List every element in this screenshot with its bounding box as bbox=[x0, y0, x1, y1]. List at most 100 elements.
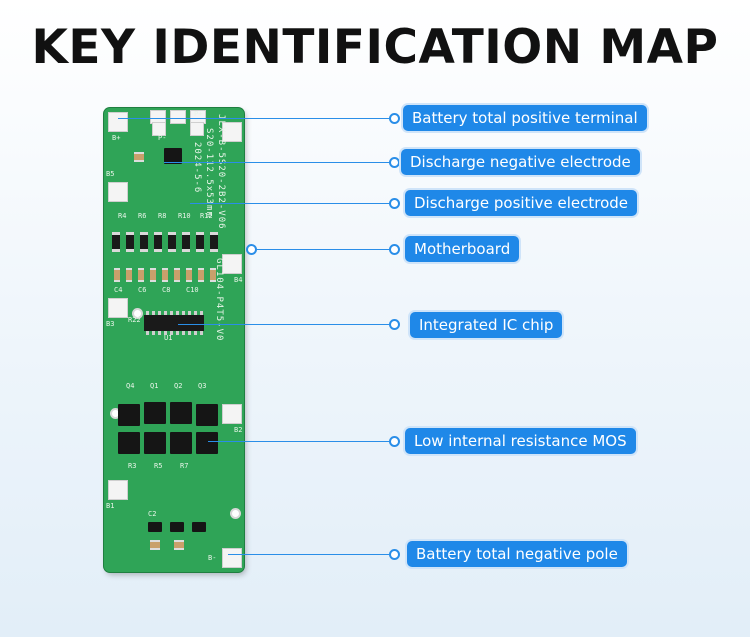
ref-q2: Q2 bbox=[174, 382, 183, 390]
ref-r8: R8 bbox=[158, 212, 167, 220]
pad-label-b4: B4 bbox=[234, 276, 243, 284]
ref-r6: R6 bbox=[138, 212, 147, 220]
ic-pin bbox=[158, 331, 161, 335]
ref-c10: C10 bbox=[186, 286, 199, 294]
leader-dot bbox=[246, 244, 257, 255]
pad-b5-right bbox=[222, 122, 242, 142]
pad-battery-positive bbox=[108, 112, 128, 132]
ref-c8: C8 bbox=[162, 286, 171, 294]
mos-transistor bbox=[144, 432, 166, 454]
ic-pin bbox=[170, 311, 173, 315]
resistor bbox=[140, 232, 148, 252]
ref-r5: R5 bbox=[154, 462, 163, 470]
ref-c2: C2 bbox=[148, 510, 157, 518]
mos-transistor bbox=[118, 432, 140, 454]
pad-label-b-minus: B- bbox=[208, 554, 217, 562]
capacitor bbox=[114, 268, 120, 282]
ic-pin bbox=[158, 311, 161, 315]
leader-dot bbox=[389, 244, 400, 255]
ic-pin bbox=[164, 331, 167, 335]
ic-pin bbox=[200, 331, 203, 335]
ic-pin bbox=[164, 311, 167, 315]
mounting-hole bbox=[132, 308, 143, 319]
resistor bbox=[154, 232, 162, 252]
leader-line-discharge-positive bbox=[190, 203, 395, 204]
ref-r3: R3 bbox=[128, 462, 137, 470]
pad-label-b5: B5 bbox=[106, 170, 115, 178]
label-integrated-ic-chip: Integrated IC chip bbox=[410, 312, 563, 338]
pad-label-b3: B3 bbox=[106, 320, 115, 328]
leader-dot bbox=[389, 113, 400, 124]
ic-pin bbox=[152, 331, 155, 335]
leader-dot bbox=[389, 319, 400, 330]
capacitor bbox=[186, 268, 192, 282]
small-transistor bbox=[148, 522, 162, 532]
pcb-board: JLX-B-5S20-2B2-V06 S20-112.5x53mm 2024-5… bbox=[104, 108, 244, 572]
capacitor bbox=[210, 268, 216, 282]
pad-discharge-negative bbox=[152, 122, 166, 136]
ref-c6: C6 bbox=[138, 286, 147, 294]
mos-transistor bbox=[118, 404, 140, 426]
small-transistor bbox=[192, 522, 206, 532]
pad-b3 bbox=[108, 298, 128, 318]
resistor bbox=[210, 232, 218, 252]
mos-transistor bbox=[170, 432, 192, 454]
ref-q1: Q1 bbox=[150, 382, 159, 390]
pcb-diagram: JLX-B-5S20-2B2-V06 S20-112.5x53mm 2024-5… bbox=[100, 106, 248, 574]
resistor bbox=[112, 232, 120, 252]
ic-pin bbox=[176, 311, 179, 315]
page-title: KEY IDENTIFICATION MAP bbox=[31, 20, 719, 75]
capacitor bbox=[174, 540, 184, 550]
capacitor bbox=[174, 268, 180, 282]
ref-r12: R12 bbox=[200, 212, 213, 220]
ic-pin bbox=[188, 311, 191, 315]
leader-dot bbox=[389, 436, 400, 447]
leader-line-positive-terminal bbox=[118, 118, 395, 119]
leader-line-discharge-negative bbox=[164, 162, 395, 163]
ref-u1: U1 bbox=[164, 334, 173, 342]
ref-c4: C4 bbox=[114, 286, 123, 294]
mounting-hole bbox=[230, 508, 241, 519]
leader-line-ic-chip bbox=[178, 324, 395, 325]
small-transistor bbox=[164, 148, 182, 164]
ic-chip bbox=[144, 315, 204, 331]
pad-b5 bbox=[108, 182, 128, 202]
resistor bbox=[196, 232, 204, 252]
small-transistor bbox=[170, 522, 184, 532]
ic-pin bbox=[146, 331, 149, 335]
pad-discharge-positive bbox=[190, 122, 204, 136]
ic-pin bbox=[188, 331, 191, 335]
pad-label-b2: B2 bbox=[234, 426, 243, 434]
leader-dot bbox=[389, 549, 400, 560]
mos-transistor bbox=[196, 432, 218, 454]
resistor bbox=[182, 232, 190, 252]
capacitor bbox=[198, 268, 204, 282]
ic-pin bbox=[194, 311, 197, 315]
capacitor bbox=[162, 268, 168, 282]
board-spec: S20-112.5x53mm bbox=[204, 128, 214, 218]
ref-r7: R7 bbox=[180, 462, 189, 470]
ref-r10: R10 bbox=[178, 212, 191, 220]
ref-r4: R4 bbox=[118, 212, 127, 220]
pad-label-p-minus: P- bbox=[158, 134, 167, 142]
ic-pin bbox=[170, 331, 173, 335]
label-battery-total-positive-terminal: Battery total positive terminal bbox=[403, 105, 647, 131]
label-motherboard: Motherboard bbox=[405, 236, 520, 262]
board-date: 2024-5-6 bbox=[192, 142, 202, 194]
pad-top-2 bbox=[170, 110, 186, 124]
pad-battery-negative bbox=[222, 548, 242, 568]
ic-pin bbox=[182, 311, 185, 315]
capacitor bbox=[126, 268, 132, 282]
pad-b4 bbox=[222, 254, 242, 274]
ref-q4: Q4 bbox=[126, 382, 135, 390]
mos-transistor bbox=[144, 402, 166, 424]
resistor bbox=[168, 232, 176, 252]
capacitor bbox=[134, 152, 144, 162]
pad-b1 bbox=[108, 480, 128, 500]
pad-label-p-plus: P+ bbox=[194, 110, 203, 118]
label-discharge-negative-electrode: Discharge negative electrode bbox=[401, 149, 640, 175]
ref-q3: Q3 bbox=[198, 382, 207, 390]
capacitor bbox=[138, 268, 144, 282]
pad-b2 bbox=[222, 404, 242, 424]
mos-transistor bbox=[196, 404, 218, 426]
